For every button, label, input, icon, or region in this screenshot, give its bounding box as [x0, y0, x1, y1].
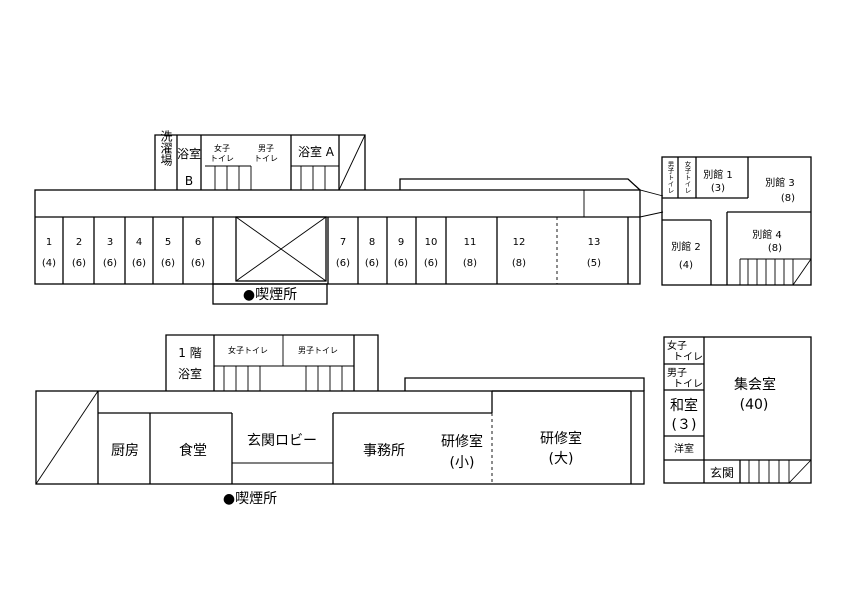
room-7-cap: (6): [336, 258, 350, 269]
room-9-cap: (6): [394, 258, 408, 269]
western-room: 洋室: [674, 442, 694, 455]
room-8-cap: (6): [365, 258, 379, 269]
annex-womens-wc-label: 女子トイレ: [683, 160, 691, 194]
room-13-num: 13: [588, 237, 601, 248]
room-6-cap: (6): [191, 258, 205, 269]
room-12-cap: (8): [512, 258, 526, 269]
room-5-cap: (6): [161, 258, 175, 269]
mens-wc-label-2: トイレ: [254, 154, 278, 163]
training-large-label-2: (大): [549, 451, 574, 467]
bath-b-label-2: B: [185, 174, 193, 188]
annex4-name: 別館 4: [752, 228, 782, 241]
annex3-cap: (8): [781, 193, 795, 204]
annex1-cap: (3): [711, 183, 725, 194]
room-10-cap: (6): [424, 258, 438, 269]
annex4-cap: (8): [768, 243, 782, 254]
annex2-cap: (4): [679, 260, 693, 271]
japanese-room-1: 和室: [670, 397, 698, 414]
upper-building: 洗濯場 浴室 B 女子 トイレ 男子 トイレ 浴室 A ●喫煙所 1 (4): [34, 130, 641, 305]
laundry-label: 洗濯場: [159, 130, 173, 167]
wc-stalls-upper: [205, 165, 339, 190]
assembly-room-1: 集会室: [734, 376, 776, 393]
room-6-num: 6: [195, 237, 201, 248]
room-2-cap: (6): [72, 258, 86, 269]
training-large-label-1: 研修室: [540, 430, 582, 447]
annex2-name: 別館 2: [671, 240, 701, 253]
room-3-cap: (6): [103, 258, 117, 269]
womens-wc-label-1: 女子: [214, 143, 230, 153]
room-5-num: 5: [165, 237, 171, 248]
lower-wing-outline: [35, 390, 645, 485]
mens-wc-label-1: 男子: [258, 144, 274, 153]
assembly-room-2: (40): [740, 397, 769, 413]
room-11-num: 11: [464, 237, 477, 248]
hall-mens-wc-2: トイレ: [673, 379, 703, 390]
annex-outline: [661, 156, 812, 286]
room-1-cap: (4): [42, 258, 56, 269]
annex-building: 男子トイレ 女子トイレ 別館 1 (3) 別館 3 (8) 別館 2 (4) 別…: [661, 156, 812, 286]
smoking-label-upper: ●喫煙所: [243, 287, 297, 303]
room-2-num: 2: [76, 237, 82, 248]
room-10-num: 10: [425, 237, 438, 248]
training-small-label-1: 研修室: [441, 433, 483, 450]
lower-building: 1 階 浴室 女子トイレ 男子トイレ 厨房 食堂 玄関ロビー 事務所 研修室 (…: [35, 334, 645, 507]
annex-mens-wc-label: 男子トイレ: [666, 161, 674, 194]
bath-b-label-1: 浴室: [177, 146, 201, 161]
office-label: 事務所: [363, 443, 405, 459]
room-4-cap: (6): [132, 258, 146, 269]
womens-wc-label-2: トイレ: [210, 154, 234, 163]
room-8-num: 8: [369, 237, 375, 248]
hall-womens-wc-1: 女子: [667, 339, 687, 352]
guest-room-labels: 1 (4) 2 (6) 3 (6) 4 (6) 5 (6) 6 (6) 7 (6…: [42, 237, 601, 269]
room-9-num: 9: [398, 237, 404, 248]
lower-mens-wc-label: 男子トイレ: [298, 346, 338, 355]
smoking-area-upper: [212, 283, 328, 305]
annex1-name: 別館 1: [703, 168, 733, 181]
hall-building: 女子 トイレ 男子 トイレ 和室 (３) 洋室 集会室 (40) 玄関: [663, 336, 812, 484]
hall-womens-wc-2: トイレ: [673, 352, 703, 363]
entrance-label: 玄関: [710, 465, 734, 480]
stairwell: [235, 216, 327, 282]
annex3-name: 別館 3: [765, 176, 795, 189]
kitchen-label: 厨房: [111, 443, 139, 459]
wc-stalls-lower: [223, 366, 343, 391]
training-small-label-2: (小): [450, 455, 475, 471]
bath-a-label: 浴室 A: [298, 144, 335, 159]
japanese-room-2: (３): [672, 417, 697, 433]
dining-label: 食堂: [179, 442, 207, 459]
room-13-cap: (5): [587, 258, 601, 269]
room-4-num: 4: [136, 237, 142, 248]
bath-1f-label-2: 浴室: [178, 366, 202, 381]
bath-1f-label-1: 1 階: [178, 345, 201, 360]
upper-wing-outline: [34, 189, 641, 285]
room-3-num: 3: [107, 237, 113, 248]
room-1-num: 1: [46, 237, 52, 248]
room-7-num: 7: [340, 237, 346, 248]
lobby-label: 玄関ロビー: [247, 432, 317, 449]
smoking-label-lower: ●喫煙所: [223, 491, 277, 507]
hall-outline: [663, 336, 812, 484]
lower-womens-wc-label: 女子トイレ: [228, 345, 268, 355]
hall-mens-wc-1: 男子: [667, 367, 687, 379]
room-12-num: 12: [513, 237, 526, 248]
room-11-cap: (8): [463, 258, 477, 269]
